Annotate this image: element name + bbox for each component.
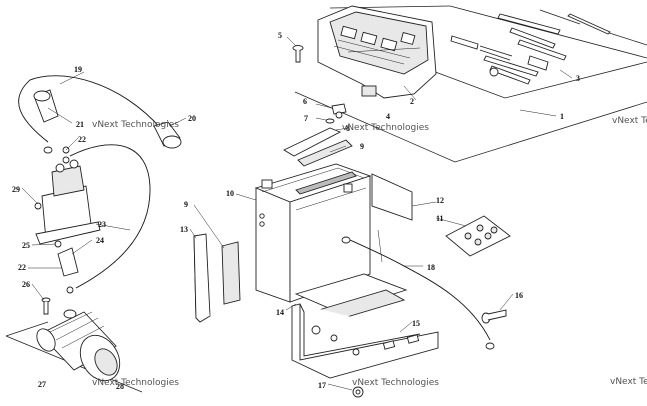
battery-bracket xyxy=(291,303,439,379)
callout-23: 23 xyxy=(98,220,106,229)
callout-1: 1 xyxy=(560,112,564,121)
starter-solenoid xyxy=(34,159,101,245)
wing-nut-6 xyxy=(331,103,347,119)
callout-28: 28 xyxy=(116,382,124,391)
callout-24: 24 xyxy=(96,236,104,245)
callout-18: 18 xyxy=(427,263,435,272)
hold-down-strap xyxy=(283,127,353,167)
screw-5 xyxy=(292,45,304,63)
callout-16: 16 xyxy=(515,291,523,300)
washer-7 xyxy=(325,118,335,124)
watermark-bottom-right: vNext Technologies xyxy=(610,377,647,387)
screw-16 xyxy=(481,309,507,324)
callout-22b: 22 xyxy=(18,263,26,272)
callout-11: 11 xyxy=(436,214,444,223)
callout-29: 29 xyxy=(12,185,20,194)
callout-27: 27 xyxy=(38,380,46,389)
battery-cable-18 xyxy=(341,229,495,350)
hardware-kit-11 xyxy=(445,215,511,257)
callouts: 1 2 3 4 5 6 7 8 9 9 10 11 12 13 14 15 16… xyxy=(12,31,580,391)
callout-12: 12 xyxy=(436,196,444,205)
terminal-boot-20 xyxy=(153,121,182,149)
watermark-left: vNext Technologies xyxy=(92,120,179,130)
starter-cable-23 xyxy=(69,144,151,289)
battery xyxy=(254,163,372,303)
callout-6: 6 xyxy=(303,97,307,106)
callout-17: 17 xyxy=(318,381,326,390)
callout-9b: 9 xyxy=(184,200,188,209)
washer-22-top xyxy=(62,146,70,164)
callout-20: 20 xyxy=(188,114,196,123)
starter-motor xyxy=(36,309,121,382)
nut-17 xyxy=(352,386,364,398)
callout-15: 15 xyxy=(412,319,420,328)
callout-4: 4 xyxy=(386,112,390,121)
terminal-boot-24 xyxy=(57,247,79,277)
callout-21: 21 xyxy=(76,120,84,129)
callout-7: 7 xyxy=(304,114,308,123)
strap-13 xyxy=(193,233,211,323)
terminal-boot-21 xyxy=(33,89,59,123)
callout-26: 26 xyxy=(22,280,30,289)
callout-8: 8 xyxy=(346,124,350,133)
callout-13: 13 xyxy=(180,225,188,234)
callout-9a: 9 xyxy=(360,142,364,151)
watermarks: vNext Technologies vNext Technologies vN… xyxy=(92,116,647,388)
callout-25: 25 xyxy=(22,241,30,250)
watermark-bottom-center: vNext Technologies xyxy=(352,378,439,388)
watermark-bottom-left: vNext Technologies xyxy=(92,378,179,388)
pad-9 xyxy=(221,241,241,305)
callout-5: 5 xyxy=(278,31,282,40)
callout-3: 3 xyxy=(576,74,580,83)
tool-kit xyxy=(450,9,611,85)
watermark-right-top: vNext Technologies xyxy=(612,116,647,126)
callout-2: 2 xyxy=(410,97,414,106)
callout-14: 14 xyxy=(276,308,284,317)
battery-cable-19 xyxy=(18,75,165,154)
callout-19: 19 xyxy=(74,65,82,74)
battery-cover-12 xyxy=(371,173,413,221)
leader-lines xyxy=(21,36,573,391)
tool-case xyxy=(317,5,437,99)
callout-10: 10 xyxy=(226,189,234,198)
callout-22a: 22 xyxy=(78,135,86,144)
screw-26 xyxy=(41,297,51,315)
watermark-center: vNext Technologies xyxy=(342,123,429,133)
